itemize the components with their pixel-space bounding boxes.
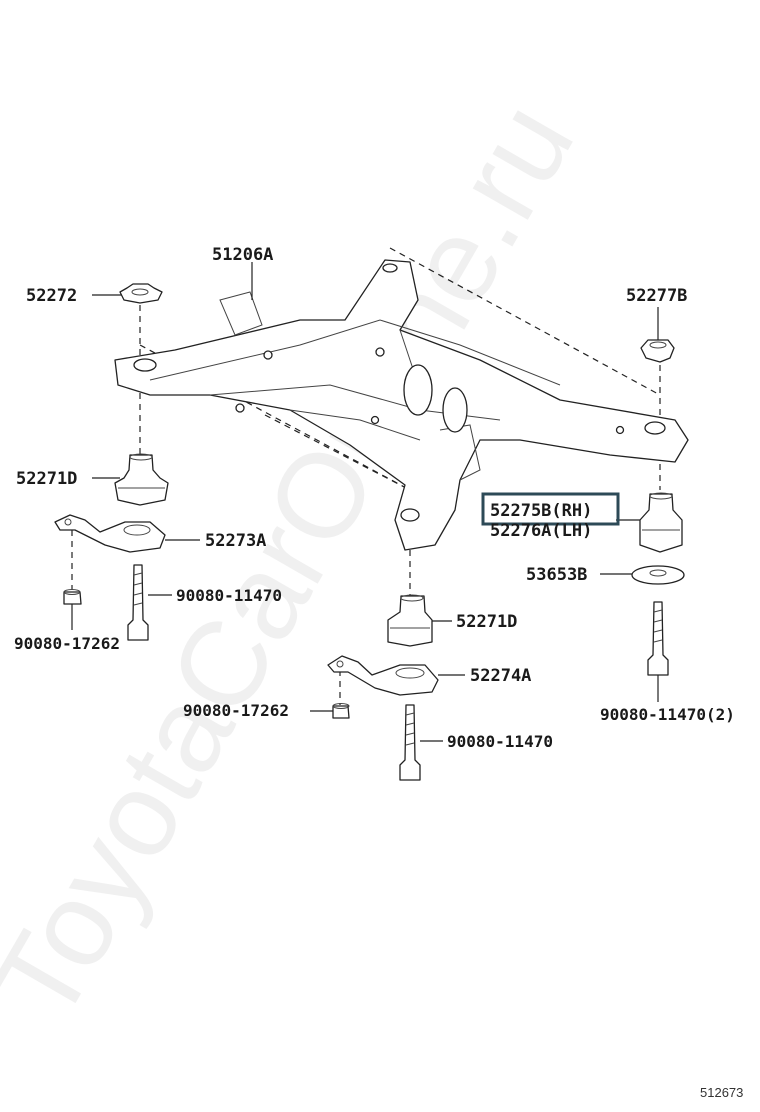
bushing-lh-52271d[interactable]: [114, 453, 169, 506]
alignment-lines: [71, 247, 661, 705]
label-53653b[interactable]: 53653B: [526, 565, 587, 585]
upper-stopper-52272[interactable]: [119, 283, 163, 304]
bushing-center-52271d[interactable]: [387, 594, 433, 647]
label-nut-center[interactable]: 90080-17262: [183, 701, 289, 720]
highlight-box: [481, 492, 620, 526]
label-52274a[interactable]: 52274A: [470, 666, 531, 686]
label-52276a[interactable]: 52276A(LH): [490, 521, 592, 541]
label-bolt-center[interactable]: 90080-11470: [447, 732, 553, 751]
label-51206a[interactable]: 51206A: [212, 245, 273, 265]
label-52271d-lh[interactable]: 52271D: [16, 469, 77, 489]
washer-53653b[interactable]: [631, 565, 685, 585]
label-52277b[interactable]: 52277B: [626, 286, 687, 306]
bolt-rh-90080-11470[interactable]: [647, 601, 669, 676]
label-nut-lh[interactable]: 90080-17262: [14, 634, 120, 653]
crossmember-51206a[interactable]: [114, 259, 689, 551]
label-bolt-rh[interactable]: 90080-11470(2): [600, 705, 735, 724]
leader-lines: [71, 262, 659, 742]
bolt-center-90080-11470[interactable]: [399, 704, 421, 781]
label-52271d-center[interactable]: 52271D: [456, 612, 517, 632]
upper-stopper-52277b[interactable]: [640, 339, 675, 363]
label-bolt-lh[interactable]: 90080-11470: [176, 586, 282, 605]
bushing-rh-52275b[interactable]: [639, 492, 683, 553]
label-52273a[interactable]: 52273A: [205, 531, 266, 551]
diagram-code: 512673: [700, 1085, 743, 1100]
retainer-52273a[interactable]: [54, 514, 166, 553]
watermark-text: ToyotaCarOnline.ru: [0, 81, 599, 1043]
nut-lh-90080-17262[interactable]: [63, 589, 82, 605]
retainer-52274a[interactable]: [327, 655, 439, 696]
nut-center-90080-17262[interactable]: [332, 703, 350, 719]
bolt-lh-90080-11470[interactable]: [127, 564, 149, 641]
part-labels: 51206A 52272 52277B 52271D 52273A 90080-…: [14, 245, 735, 751]
label-52275b[interactable]: 52275B(RH): [490, 501, 592, 521]
label-52272[interactable]: 52272: [26, 286, 77, 306]
